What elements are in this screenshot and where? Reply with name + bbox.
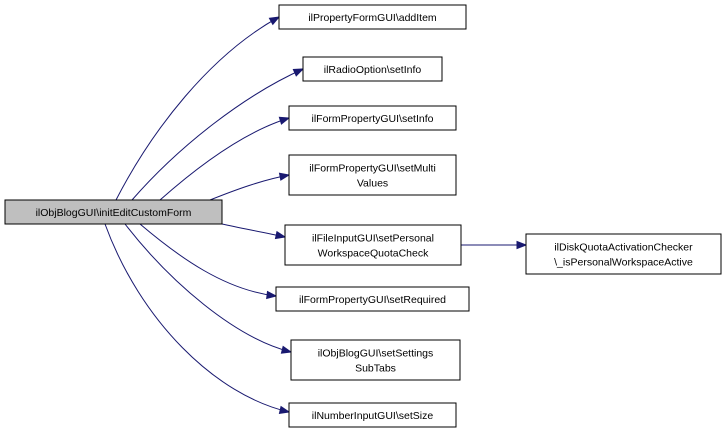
node-box bbox=[288, 154, 457, 196]
node-label: ilFormPropertyGUI\setMulti bbox=[309, 163, 436, 175]
arrowhead bbox=[278, 116, 291, 125]
root-node[interactable]: ilObjBlogGUI\initEditCustomForm bbox=[4, 199, 223, 225]
arrowhead bbox=[280, 345, 293, 354]
callee-node[interactable]: ilFormPropertyGUI\setInfo bbox=[288, 105, 457, 131]
arrowhead bbox=[278, 405, 291, 414]
edge-line bbox=[221, 223, 286, 238]
node-label: SubTabs bbox=[355, 363, 396, 375]
node-box bbox=[288, 402, 457, 428]
node-box bbox=[284, 224, 462, 266]
edge-line bbox=[115, 16, 280, 201]
edge-to-n9 bbox=[461, 240, 528, 250]
callee-node[interactable]: ilFileInputGUI\setPersonalWorkspaceQuota… bbox=[284, 224, 462, 266]
arrowhead bbox=[516, 240, 528, 250]
node-label: Values bbox=[357, 178, 388, 190]
nodes-layer: ilObjBlogGUI\initEditCustomForm ilPropert… bbox=[4, 4, 722, 428]
node-label: ilObjBlogGUI\initEditCustomForm bbox=[36, 207, 192, 219]
callee-node[interactable]: ilFormPropertyGUI\setRequired bbox=[275, 286, 470, 312]
node-label: WorkspaceQuotaCheck bbox=[318, 248, 429, 260]
edge-to-n6 bbox=[139, 223, 278, 300]
node-label: ilObjBlogGUI\setSettings bbox=[318, 348, 434, 360]
callee-node[interactable]: ilPropertyFormGUI\addItem bbox=[278, 4, 467, 30]
node-label: ilRadioOption\setInfo bbox=[324, 64, 422, 76]
node-box bbox=[278, 4, 467, 30]
edge-line bbox=[139, 223, 277, 297]
edge-line bbox=[124, 223, 292, 353]
arrowhead bbox=[266, 290, 278, 300]
node-label: ilFormPropertyGUI\setInfo bbox=[312, 113, 434, 125]
edges-layer bbox=[104, 16, 528, 414]
callee-node[interactable]: ilRadioOption\setInfo bbox=[302, 56, 443, 82]
arrowhead bbox=[278, 172, 291, 181]
node-box bbox=[302, 56, 443, 82]
node-box bbox=[275, 286, 470, 312]
node-label: ilPropertyFormGUI\addItem bbox=[308, 12, 437, 24]
node-box bbox=[290, 339, 461, 381]
edge-to-n2 bbox=[131, 68, 305, 201]
edge-to-n8 bbox=[104, 223, 291, 414]
node-box bbox=[4, 199, 223, 225]
callee-node[interactable]: ilNumberInputGUI\setSize bbox=[288, 402, 457, 428]
node-box bbox=[525, 233, 722, 275]
edge-to-n3 bbox=[159, 116, 291, 201]
arrowhead bbox=[274, 230, 287, 240]
node-box bbox=[288, 105, 457, 131]
edge-line bbox=[159, 117, 290, 201]
callee-node[interactable]: ilDiskQuotaActivationChecker \_isPersonal… bbox=[525, 233, 722, 275]
edge-line bbox=[209, 174, 290, 201]
edge-to-n5 bbox=[221, 223, 287, 240]
edge-to-n7 bbox=[124, 223, 293, 354]
edge-line bbox=[104, 223, 290, 413]
node-label: ilFileInputGUI\setPersonal bbox=[312, 233, 434, 245]
node-label: ilFormPropertyGUI\setRequired bbox=[299, 294, 446, 306]
edge-to-n4 bbox=[209, 172, 291, 201]
node-label: ilNumberInputGUI\setSize bbox=[312, 410, 434, 422]
node-label: ilDiskQuotaActivationChecker bbox=[554, 242, 693, 254]
arrowhead bbox=[292, 68, 305, 77]
edge-to-n1 bbox=[115, 16, 281, 201]
edge-line bbox=[131, 68, 304, 201]
arrowhead bbox=[268, 16, 281, 26]
node-label: \_isPersonalWorkspaceActive bbox=[554, 257, 693, 269]
